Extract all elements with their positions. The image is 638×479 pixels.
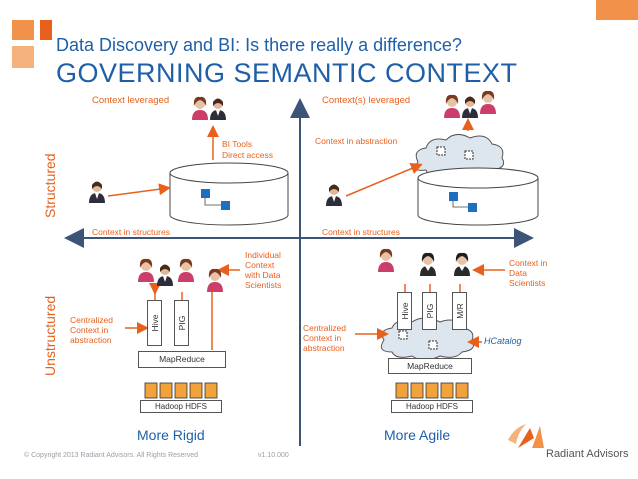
q1-direct-access: Direct access <box>222 150 274 160</box>
q1-bi-tools: BI Tools <box>222 139 253 149</box>
copyright: © Copyright 2013 Radiant Advisors. All R… <box>24 452 199 459</box>
logo-text: Radiant Advisors <box>546 448 629 460</box>
q4-hive-box: Hive <box>397 292 412 330</box>
q2-database <box>417 167 539 226</box>
q4-mapreduce-box: MapReduce <box>388 358 472 374</box>
x-axis-label-rigid: More Rigid <box>137 427 205 443</box>
q4-hdfs-files <box>395 382 469 399</box>
q2-user-person <box>326 184 342 206</box>
q1-context-leveraged: Context leveraged <box>92 95 170 106</box>
radiant-logo-icon <box>508 424 544 448</box>
q4-pig-box: PIG <box>422 292 437 330</box>
q1-database <box>169 162 289 226</box>
x-axis-label-agile: More Agile <box>384 427 451 443</box>
q3-centralized-context: Centralized Context in abstraction <box>70 315 113 345</box>
q4-context-in-data-scientists: Context in Data Scientists <box>509 258 548 288</box>
q3-hdfs-files <box>144 382 218 399</box>
decor-square-top-right <box>596 0 638 20</box>
q3-hdfs-box: Hadoop HDFS <box>140 400 222 413</box>
y-axis-label-unstructured: Unstructured <box>42 295 58 376</box>
slide-title: Data Discovery and BI: Is there really a… <box>56 35 462 55</box>
decor-squares <box>0 0 60 70</box>
q2-context-in-abstraction: Context in abstraction <box>315 136 398 146</box>
version: v1.10.000 <box>258 452 289 459</box>
slide-subtitle: GOVERNING SEMANTIC CONTEXT <box>56 58 518 88</box>
q2-context-in-structures: Context in structures <box>322 227 400 237</box>
q1-context-in-structures: Context in structures <box>92 227 170 237</box>
q1-user-person <box>89 181 105 203</box>
q3-mapreduce-box: MapReduce <box>138 351 226 368</box>
q3-pig-box: PIG <box>174 300 189 346</box>
q4-hdfs-box: Hadoop HDFS <box>391 400 473 413</box>
q4-mr-box: M/R <box>452 292 467 330</box>
q1-leveraged-woman <box>192 96 208 120</box>
q4-centralized-context: Centralized Context in abstraction <box>303 323 346 353</box>
q4-hcatalog: HCatalog <box>484 336 522 346</box>
q3-hive-box: Hive <box>147 300 162 346</box>
q2-context-leveraged: Context(s) leveraged <box>322 95 411 106</box>
y-axis-label-structured: Structured <box>42 153 58 218</box>
q3-individual-context: Individual Context with Data Scientists <box>245 250 282 290</box>
